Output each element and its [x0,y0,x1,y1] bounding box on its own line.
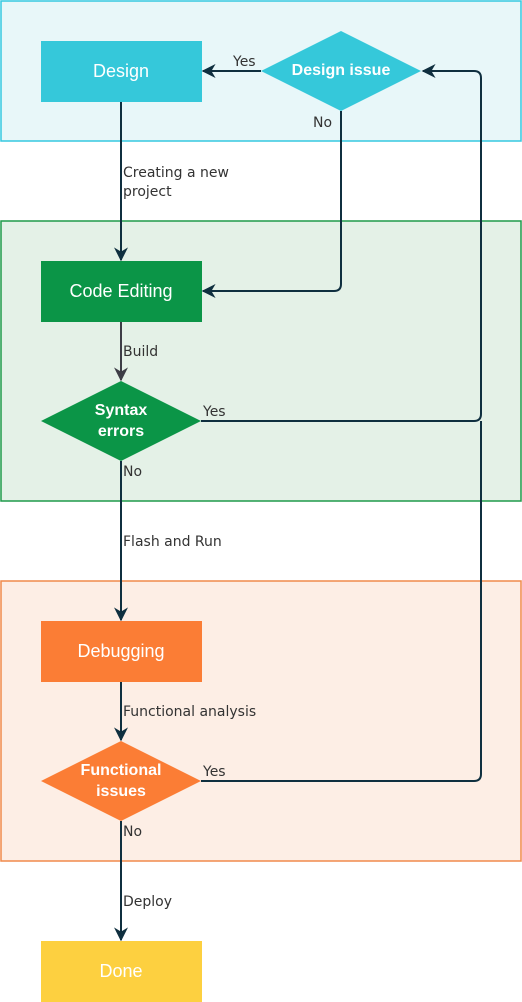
creating-project-label-line2: project [123,184,172,200]
debugging-node [41,621,202,682]
build-label: Build [123,344,158,360]
design-issue-no-label: No [313,115,332,131]
design-node [41,41,202,102]
code-editing-label: Code Editing [69,281,172,301]
syntax-errors-label-line1: Syntax [95,402,148,419]
design-issue-yes-label: Yes [232,54,256,70]
code-editing-node [41,261,202,322]
debugging-label: Debugging [77,641,164,661]
design-issue-decision [261,31,421,111]
done-node [41,941,202,1002]
functional-issues-label-line2: issues [96,783,146,800]
syntax-errors-decision [41,381,201,461]
flash-run-label: Flash and Run [123,534,222,550]
design-issue-label: Design issue [292,62,391,79]
deploy-label: Deploy [123,894,172,910]
edge-design-issue-no [201,111,342,298]
functional-issues-decision [41,741,201,821]
done-label: Done [99,961,142,981]
syntax-yes-label: Yes [202,404,226,420]
functional-issues-label-line1: Functional [81,762,162,779]
creating-project-label-line1: Creating a new [123,165,229,181]
edge-functional-yes [201,421,482,782]
syntax-no-label: No [123,464,142,480]
edge-syntax-yes [201,64,482,422]
functional-analysis-label: Functional analysis [123,704,256,720]
functional-no-label: No [123,824,142,840]
functional-yes-label: Yes [202,764,226,780]
syntax-errors-label-line2: errors [98,423,144,440]
design-node-label: Design [93,61,149,81]
